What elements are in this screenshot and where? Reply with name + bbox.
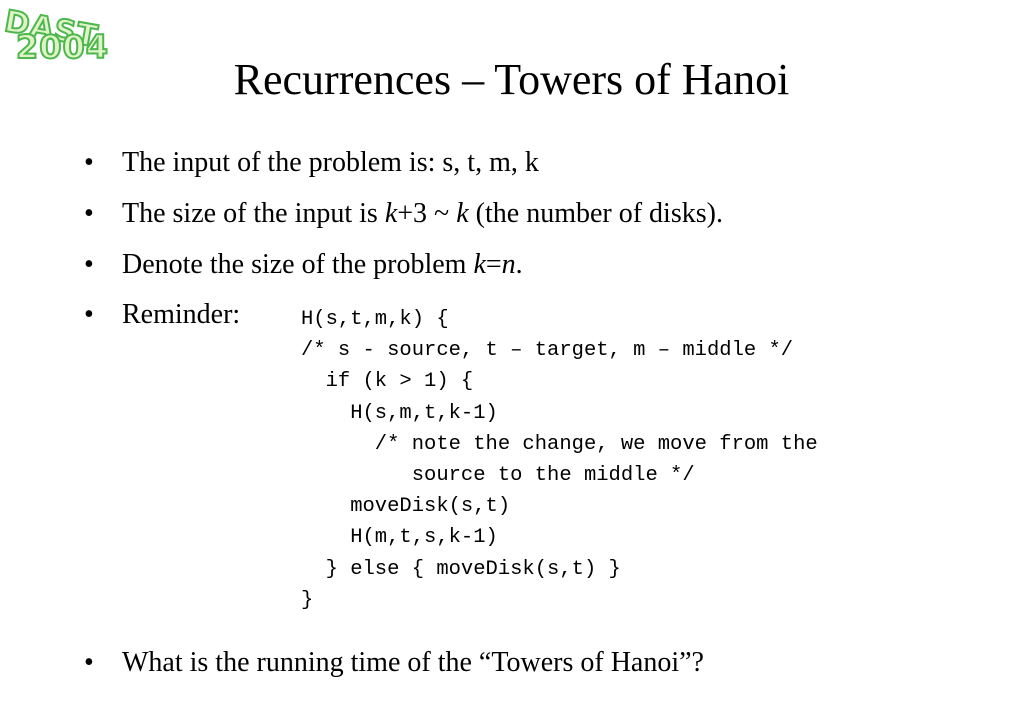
bullet-text-segment: The size of the input is xyxy=(122,198,385,229)
bullet-text-segment: What is the running time of the “Towers … xyxy=(122,647,704,678)
code-line: if (k > 1) { xyxy=(301,370,474,394)
bullet-text: Denote the size of the problem k=n. xyxy=(122,249,523,280)
bullet-text: The input of the problem is: s, t, m, k xyxy=(122,147,539,178)
bullet-running-time-question: • What is the running time of the “Towers… xyxy=(84,646,704,680)
bullet-text-segment: k xyxy=(456,198,469,229)
bullet-icon: • xyxy=(84,249,94,280)
code-line: source to the middle */ xyxy=(301,463,695,487)
dast-2004-logo: DAST 2004 xyxy=(1,3,144,67)
bullet-text-segment: . xyxy=(515,249,523,280)
bullet-icon: • xyxy=(84,147,94,178)
bullet-text-segment: +3 ~ xyxy=(397,198,457,229)
bullet-text-segment: The input of the problem is: s, t, m, k xyxy=(122,147,539,178)
hanoi-code-block: H(s,t,m,k) { /* s - source, t – target, m… xyxy=(301,304,818,616)
code-line: H(s,m,t,k-1) xyxy=(301,401,498,425)
bullet-text-segment: (the number of disks). xyxy=(468,198,723,229)
bullet-text-segment: = xyxy=(485,249,502,280)
slide-title: Recurrences – Towers of Hanoi xyxy=(233,55,790,104)
bullet-text-segment: n xyxy=(501,249,516,280)
code-line: moveDisk(s,t) xyxy=(301,495,511,519)
bullet-icon: • xyxy=(84,198,94,229)
bullet-input-size: • The size of the input is k+3 ~ k (the n… xyxy=(84,197,723,231)
bullet-text: What is the running time of the “Towers … xyxy=(122,647,704,678)
bullet-text: The size of the input is k+3 ~ k (the nu… xyxy=(122,198,723,229)
bullet-reminder: • Reminder: xyxy=(84,298,240,332)
bullet-icon: • xyxy=(84,299,94,330)
bullet-input: • The input of the problem is: s, t, m, k xyxy=(84,146,539,180)
bullet-icon: • xyxy=(84,647,94,678)
code-line: H(m,t,s,k-1) xyxy=(301,526,498,550)
bullet-text: Reminder: xyxy=(122,299,240,330)
bullet-text-segment: Reminder: xyxy=(122,299,241,330)
logo-text-bottom: 2004 xyxy=(15,27,110,67)
bullet-problem-size: • Denote the size of the problem k=n. xyxy=(84,248,523,282)
code-line: } else { moveDisk(s,t) } xyxy=(301,557,621,581)
code-line: /* note the change, we move from the xyxy=(301,432,818,456)
bullet-text-segment: k xyxy=(384,198,398,229)
bullet-text-segment: Denote the size of the problem xyxy=(122,249,474,280)
code-line: /* s - source, t – target, m – middle */ xyxy=(301,339,794,363)
code-line: } xyxy=(301,588,314,612)
code-line: H(s,t,m,k) { xyxy=(301,308,449,331)
bullet-text-segment: k xyxy=(473,249,486,280)
